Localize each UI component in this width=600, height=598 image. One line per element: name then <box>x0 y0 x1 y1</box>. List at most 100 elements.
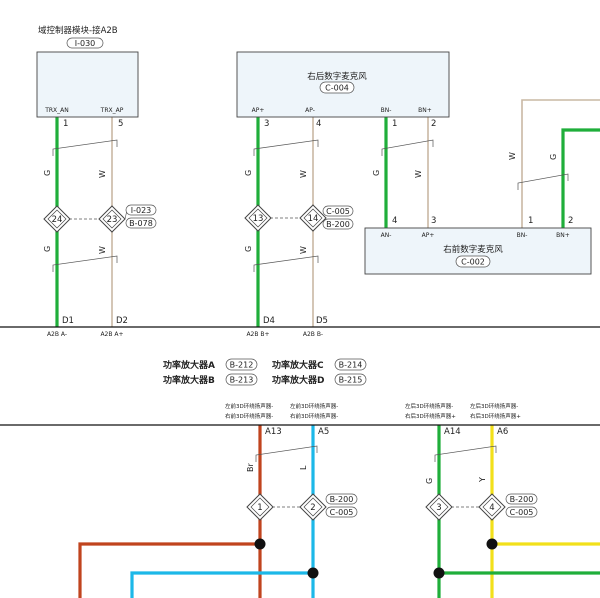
domain-controller-code: I-030 <box>75 39 96 48</box>
splice-pair-3-4: 3 4 B-200 C-005 <box>425 493 538 521</box>
rear-microphone-module: 右后数字麦克风 C-004 AP+ AP- BN- BN+ 3 4 1 2 <box>236 51 450 129</box>
connector-code: B-200 <box>326 220 350 229</box>
connector-code-pill <box>125 204 157 216</box>
wire-color-label: W <box>414 170 423 178</box>
domain-controller-module: 域控制器模块-接A2B I-030 TRX_AN TRX_AP 1 5 <box>36 25 139 129</box>
wire-color-label: Y <box>478 477 487 483</box>
connector-code: C-005 <box>330 508 354 517</box>
front-mic-code-pill <box>455 255 491 268</box>
rear-mic-title: 右后数字麦克风 <box>307 71 367 82</box>
splice-connector-icon <box>244 204 272 232</box>
pin-label: AP- <box>305 107 315 114</box>
pin-label: AP+ <box>422 232 435 239</box>
pin-number: 4 <box>392 216 397 226</box>
splice-number: 2 <box>310 503 315 513</box>
pin-label-trx-an: TRX_AN <box>44 107 69 114</box>
wire-white-right-edge <box>521 99 600 228</box>
terminal-label: A13 <box>265 427 282 437</box>
output-label: 右后3D环绕扬声器+ <box>405 412 456 420</box>
wire-color-label: G <box>43 170 52 176</box>
junction-dot-icon <box>307 567 319 579</box>
wire-color-label: G <box>43 246 52 252</box>
front-mic-box <box>364 227 592 275</box>
splice-connector-icon <box>246 493 274 521</box>
pin-label: AN- <box>381 232 392 239</box>
pin-label: AP+ <box>252 107 265 114</box>
rear-mic-code-pill <box>319 81 355 94</box>
connector-code: C-005 <box>510 508 534 517</box>
splice-connector-icon <box>43 205 71 233</box>
amplifier-label: 功率放大器C <box>272 359 324 371</box>
pin-label: BN- <box>381 107 392 114</box>
splice-pair-1-2: 1 2 B-200 C-005 <box>246 493 358 521</box>
connector-code: B-078 <box>129 219 153 228</box>
wire-color-labels-top: G W G W G W G W G W W G <box>43 152 558 254</box>
wire-color-label: G <box>244 246 253 252</box>
splice-number: 14 <box>308 214 319 224</box>
pin-label-trx-ap: TRX_AP <box>100 107 124 114</box>
pin-number: 2 <box>568 216 573 226</box>
pin-label: BN+ <box>418 107 432 114</box>
connector-code-pill <box>325 493 358 505</box>
wire-color-label: G <box>549 154 558 160</box>
terminal-label: A5 <box>318 427 329 437</box>
wire-layer <box>55 99 600 598</box>
bus-terminal-label: D1 <box>62 316 74 326</box>
domain-controller-box <box>36 51 139 118</box>
output-label: 右前3D环绕扬声器- <box>225 412 273 420</box>
twist-markers <box>52 139 569 462</box>
wire-blue-branch <box>130 571 313 598</box>
amplifier-code-pill <box>334 373 367 386</box>
bus-terminal-label: D5 <box>316 316 328 326</box>
splice-connector-icon <box>478 493 506 521</box>
splice-number: 13 <box>253 214 264 224</box>
splice-number: 24 <box>52 215 63 225</box>
pin-number: 2 <box>431 119 436 129</box>
wire-color-labels-bottom: Br L G Y <box>246 463 487 484</box>
splice-number: 23 <box>107 215 118 225</box>
amplifier-label: 功率放大器B <box>163 374 215 386</box>
junction-dot-icon <box>254 538 266 550</box>
splice-connector-icon <box>299 493 327 521</box>
pin-number: 3 <box>431 216 436 226</box>
terminal-label: A6 <box>497 427 508 437</box>
splice-connector-icon <box>299 204 327 232</box>
amplifier-code-pill <box>334 358 367 371</box>
junction-dot-icon <box>433 567 445 579</box>
amplifier-label: 功率放大器A <box>163 359 215 371</box>
bus-terminal-label: D4 <box>263 316 275 326</box>
domain-controller-title: 域控制器模块-接A2B <box>38 25 118 36</box>
output-label: 右后3D环绕扬声器+ <box>470 412 521 420</box>
amplifier-list: 功率放大器A B-212 功率放大器B B-213 功率放大器C B-214 功… <box>163 358 367 386</box>
output-label: 左前3D环绕扬声器- <box>290 402 338 410</box>
pin-number: 1 <box>528 216 533 226</box>
bus-label: A2B B+ <box>246 331 269 338</box>
pin-label: BN+ <box>556 232 570 239</box>
bus-label: A2B A- <box>47 331 67 338</box>
splice-connector-icon <box>98 205 126 233</box>
splice-number: 1 <box>257 503 262 513</box>
amplifier-code-pill <box>225 358 258 371</box>
front-mic-code: C-002 <box>461 258 485 267</box>
amplifier-code: B-213 <box>230 376 254 385</box>
wire-brown-branch <box>78 542 260 598</box>
bus-terminal-label: D2 <box>116 316 128 326</box>
terminal-label: A14 <box>444 427 461 437</box>
splice-pair-13-14: 13 14 C-005 B-200 <box>244 204 354 232</box>
wire-color-label: W <box>98 246 107 254</box>
amplifier-code: B-212 <box>230 361 254 370</box>
wire-color-label: G <box>425 478 434 484</box>
wire-color-label: G <box>244 170 253 176</box>
wire-color-label: L <box>299 465 308 470</box>
splice-pair-24-23: 24 23 I-023 B-078 <box>43 204 157 233</box>
bus-label: A2B B- <box>303 331 323 338</box>
wire-color-label: W <box>508 152 517 160</box>
connector-code-pill <box>322 218 354 230</box>
connector-code-pill <box>505 506 538 518</box>
wire-color-label: W <box>299 170 308 178</box>
amplifier-code: B-214 <box>339 361 363 370</box>
splice-number: 4 <box>489 503 494 513</box>
rear-mic-code: C-004 <box>325 84 349 93</box>
amplifier-output-labels: 左前3D环绕扬声器- 左前3D环绕扬声器- 右前3D环绕扬声器- 右前3D环绕扬… <box>225 402 521 420</box>
